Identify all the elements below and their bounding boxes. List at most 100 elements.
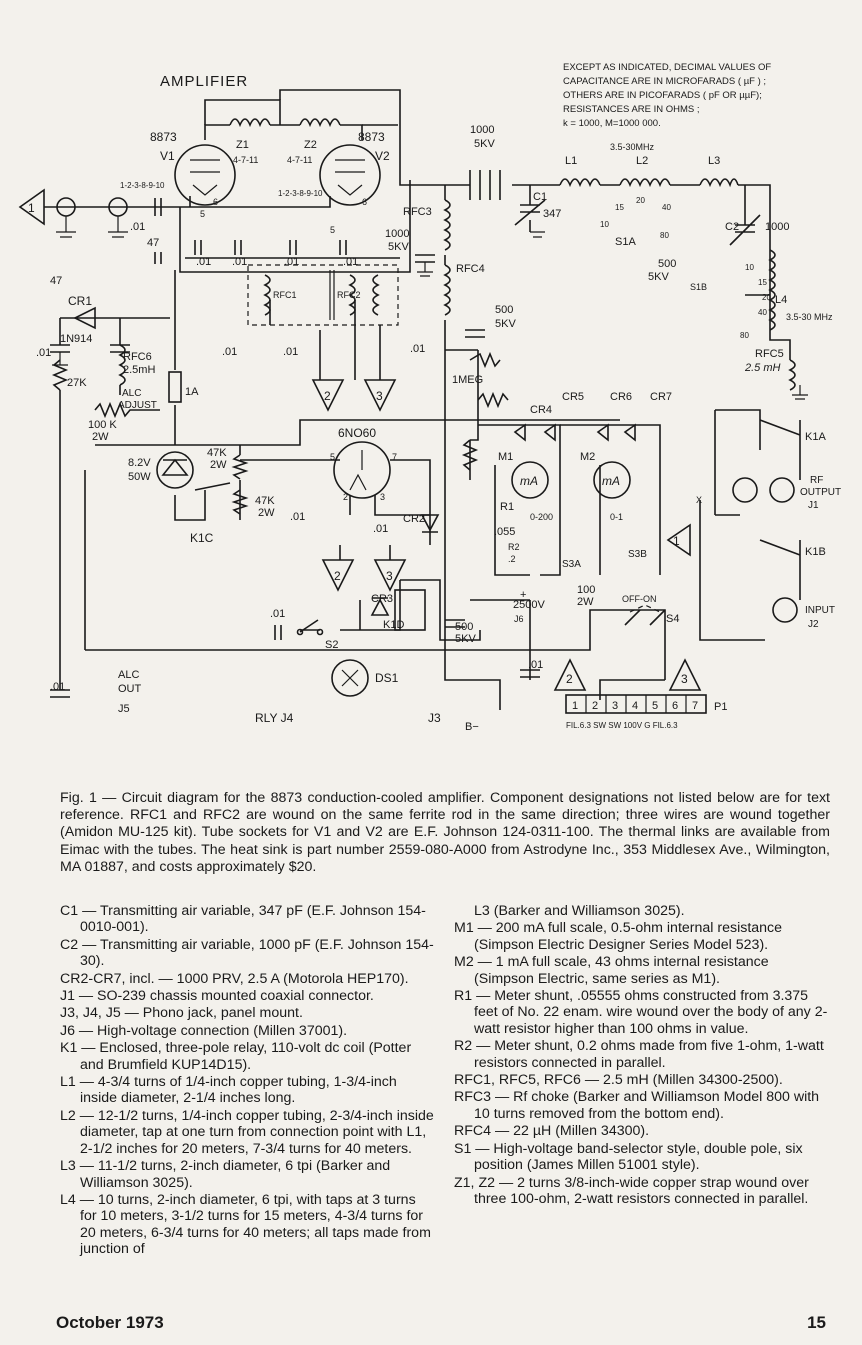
label-rfc2: RFC2 (337, 290, 361, 300)
label-rfc3: RFC3 (403, 206, 432, 218)
meter-m1 (511, 461, 549, 499)
part-l4-cont: L3 (Barker and Williamson 3025). (474, 903, 685, 919)
label-tri-2a: 2 (324, 389, 331, 403)
part-m1: M1 — 200 mA full scale, 0.5-ohm internal… (454, 920, 783, 953)
plug-pin-4: 4 (632, 700, 638, 712)
label-hv-2500v: 2500V (513, 599, 545, 611)
label-p3: 3 (380, 492, 385, 502)
label-t20: 20 (762, 293, 771, 302)
tube-v1 (174, 144, 236, 206)
label-tri-3a: 3 (376, 389, 383, 403)
label-zener: 8.2V (128, 457, 151, 469)
meter-m2 (593, 461, 631, 499)
part-l2: L2 — 12-1/2 turns, 1/4-inch copper tubin… (60, 1107, 434, 1157)
label-rfc5: RFC5 (755, 348, 784, 360)
label-cap-01-e: .01 (222, 346, 237, 358)
label-k1a: K1A (805, 431, 826, 443)
l1-coil (559, 178, 601, 188)
label-cap-01-h: .01 (290, 511, 305, 523)
diode-cr5 (543, 423, 556, 442)
label-cap-500c: 500 (658, 258, 676, 270)
label-rfc4: RFC4 (456, 263, 485, 275)
label-m2: M2 (580, 451, 595, 463)
label-input: INPUT (805, 605, 835, 616)
label-t80: 80 (740, 331, 749, 340)
label-v1: V1 (160, 149, 175, 163)
label-cr4: CR4 (530, 404, 552, 416)
label-m1-range: 0-200 (530, 512, 553, 522)
label-v2-type: 8873 (358, 130, 385, 144)
label-tap80: 80 (660, 231, 669, 240)
label-s1a: S1A (615, 236, 636, 248)
label-cap-5kv: 5KV (474, 138, 495, 150)
part-c1: C1 — Transmitting air variable, 347 pF (… (60, 903, 426, 936)
label-v1-type: 8873 (150, 130, 177, 144)
label-freq-range: 3.5-30MHz (610, 142, 655, 152)
label-cap-01-f: .01 (283, 346, 298, 358)
label-cr7: CR7 (650, 391, 672, 403)
label-rly-j4: RLY J4 (255, 711, 294, 725)
label-r2-val: .2 (508, 554, 516, 564)
part-k1: K1 — Enclosed, three-pole relay, 110-vol… (60, 1040, 412, 1073)
footer-page-number: 15 (807, 1313, 826, 1332)
part-j1: J1 — SO-239 chassis mounted coaxial conn… (60, 988, 374, 1005)
label-cap-1000: 1000 (470, 124, 494, 136)
label-rf: RF (810, 475, 823, 486)
label-v2: V2 (375, 149, 390, 163)
plug-pin-7: 7 (692, 700, 698, 712)
plug-pin-6: 6 (672, 700, 678, 712)
label-47k-b: 47K (255, 495, 275, 507)
alc-adjust-pot (94, 401, 160, 419)
label-cap-01-in: .01 (130, 221, 145, 233)
coax-rf-input (772, 597, 798, 623)
label-l3: L3 (708, 155, 720, 167)
label-ma1: mA (520, 474, 538, 488)
label-cr6: CR6 (610, 391, 632, 403)
diode-cr6 (596, 423, 609, 442)
diode-cr7 (623, 423, 636, 442)
part-z1-z2: Z1, Z2 — 2 turns 3/8-inch-wide copper st… (454, 1174, 809, 1207)
label-pin6b: 6 (362, 197, 367, 207)
label-j3: J3 (428, 711, 441, 725)
rfc6-coil (118, 344, 126, 386)
label-j2: J2 (808, 619, 819, 630)
label-47k-a: 47K (207, 447, 227, 459)
label-cap-01-b: .01 (232, 256, 247, 268)
label-1meg: 1MEG (452, 374, 483, 386)
part-j6: J6 — High-voltage connection (Millen 370… (60, 1022, 348, 1039)
label-cap-5kv-e: 5KV (648, 271, 669, 283)
resistor-47k-a (231, 454, 249, 480)
part-m2: M2 — 1 mA full scale, 43 ohms internal r… (454, 954, 769, 987)
triangle-3b (373, 559, 407, 592)
label-s3a: S3A (562, 559, 581, 570)
part-rfc3: RFC3 — Rf choke (Barker and Williamson M… (454, 1089, 820, 1122)
label-pin5b: 5 (330, 225, 335, 235)
resistor-47k-b (231, 489, 249, 515)
part-c2: C2 — Transmitting air variable, 1000 pF … (60, 936, 434, 970)
label-j5: J5 (118, 703, 130, 715)
part-s1: S1 — High-voltage band-selector style, d… (454, 1140, 803, 1174)
coax-rf-output-a (732, 477, 758, 503)
label-cap-5kv-c: 5KV (495, 318, 516, 330)
label-cr3: CR3 (371, 593, 393, 605)
label-j6: J6 (514, 614, 524, 624)
cap-01-input (154, 198, 162, 216)
relay-k1d (394, 589, 426, 631)
label-rfc1: RFC1 (273, 290, 297, 300)
lamp-ds1 (331, 659, 369, 697)
label-cap-1000b: 1000 (385, 228, 409, 240)
label-output: OUTPUT (800, 487, 841, 498)
label-z2: Z2 (304, 139, 317, 151)
part-r2: R2 — Meter shunt, 0.2 ohms made from fiv… (454, 1038, 824, 1071)
label-rfc6-val: 2.5mH (123, 364, 155, 376)
relay-k1b-contact (759, 539, 801, 556)
label-p5: 5 (330, 452, 335, 462)
coax-rf-output-b (769, 477, 795, 503)
parts-list-left: C1 — Transmitting air variable, 347 pF (… (60, 903, 435, 1259)
label-cr2: CR2 (403, 513, 425, 525)
note-line-5: k = 1000, M=1000 000. (563, 118, 661, 129)
label-47k-a-w: 2W (210, 459, 227, 471)
diode-cr3 (370, 597, 390, 616)
l2-coil (619, 178, 671, 188)
z2-coil (299, 118, 341, 128)
